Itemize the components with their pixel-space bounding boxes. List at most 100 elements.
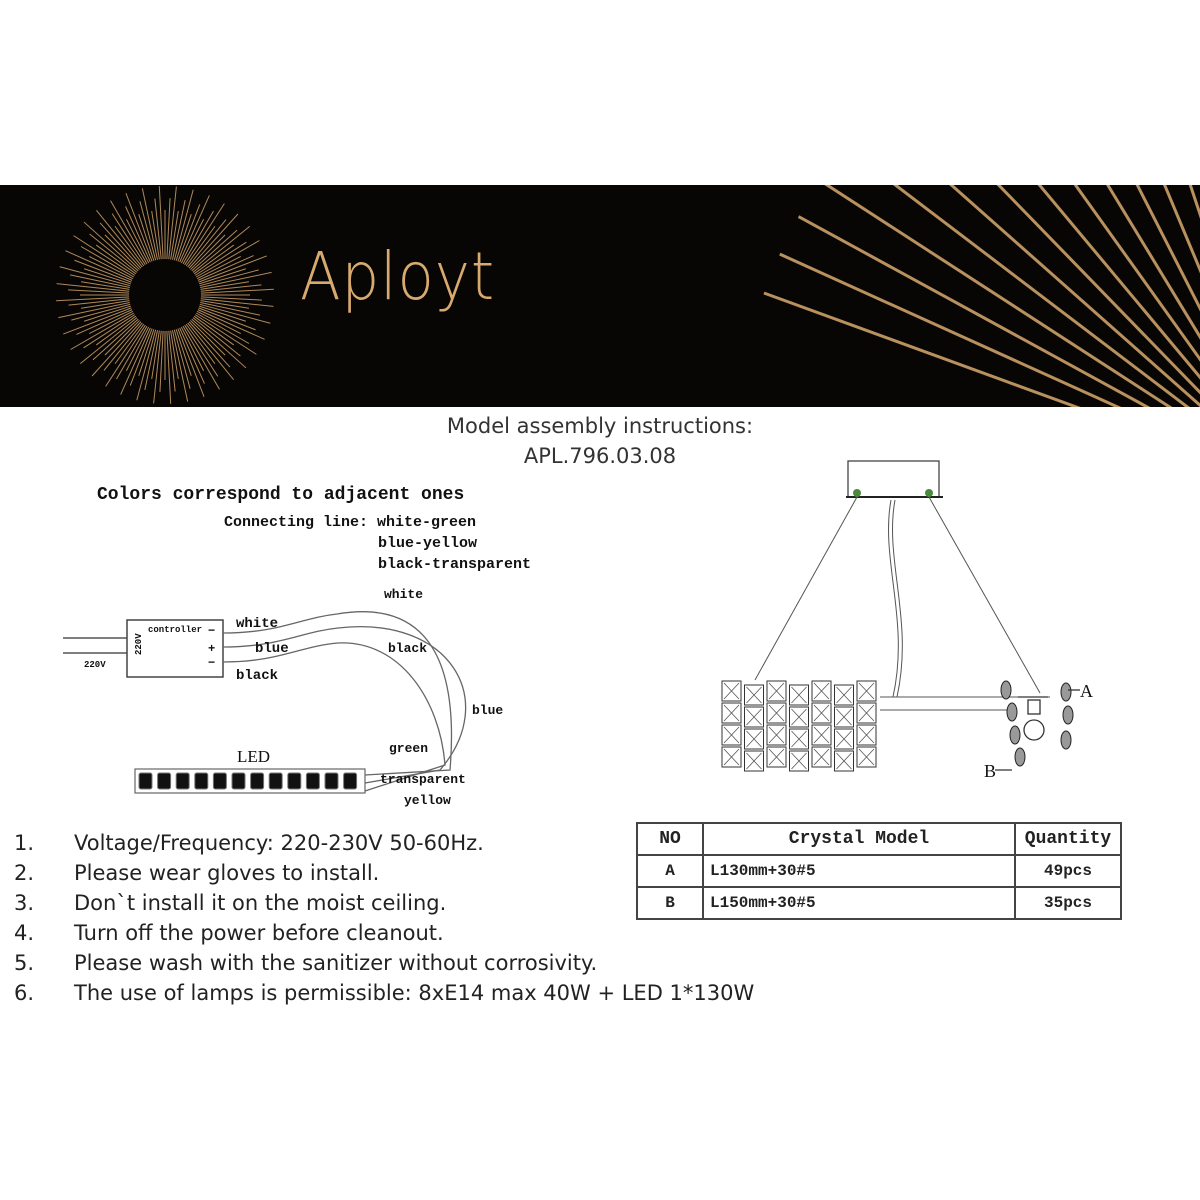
list-item: 3. Don`t install it on the moist ceiling. xyxy=(14,888,754,918)
sun-ray xyxy=(200,284,262,292)
led-chip xyxy=(343,772,358,790)
sun-ray xyxy=(179,195,210,263)
sun-ray xyxy=(190,234,226,270)
led-wire-yellow: yellow xyxy=(404,793,451,808)
sun-ray xyxy=(125,193,153,262)
sun-ray xyxy=(185,323,216,365)
sun-ray xyxy=(114,323,145,365)
sun-ray xyxy=(200,296,262,301)
brand-banner xyxy=(0,185,1200,407)
led-chip xyxy=(157,772,172,790)
item-number: 1. xyxy=(14,831,35,855)
crystal-table: NO Crystal Model Quantity A L130mm+30#5 … xyxy=(636,822,1122,920)
sun-ray xyxy=(188,213,239,269)
sun-ray xyxy=(125,206,151,263)
sun-ray xyxy=(177,328,205,397)
terminal-minus-2: − xyxy=(208,656,215,670)
crystal-label-a: A xyxy=(1080,681,1093,701)
item-number: 6. xyxy=(14,981,35,1005)
sun-ray xyxy=(198,307,256,331)
item-number: 3. xyxy=(14,891,35,915)
connecting-blue-yellow: blue-yellow xyxy=(378,535,477,552)
sun-ray xyxy=(129,328,153,386)
sun-ray xyxy=(182,210,214,265)
sun-ray xyxy=(168,186,177,260)
sun-ray xyxy=(120,327,151,395)
crystal-a xyxy=(744,706,764,728)
sun-ray xyxy=(104,320,140,356)
sun-ray xyxy=(192,317,241,357)
led-wire-transparent: transparent xyxy=(380,772,466,787)
sunburst-logo-icon xyxy=(56,185,1200,407)
crystal-a xyxy=(789,750,809,772)
led-chip xyxy=(324,772,339,790)
sun-ray xyxy=(175,329,192,376)
header-crystal-model: Crystal Model xyxy=(702,822,1016,856)
sun-ray xyxy=(151,210,160,260)
banner-ray xyxy=(1073,185,1200,362)
sun-ray xyxy=(195,312,250,344)
cell-no: A xyxy=(636,854,704,888)
sun-ray xyxy=(197,309,265,340)
sun-ray xyxy=(198,255,267,283)
item-number: 4. xyxy=(14,921,35,945)
sun-ray xyxy=(80,281,130,290)
sun-ray xyxy=(105,324,146,387)
model-number: APL.796.03.08 xyxy=(523,444,677,468)
item-text: Please wear gloves to install. xyxy=(74,861,380,885)
sun-ray xyxy=(191,229,238,272)
sun-ray xyxy=(159,330,164,392)
item-text: Don`t install it on the moist ceiling. xyxy=(74,891,447,915)
sun-ray xyxy=(191,318,247,369)
sun-ray xyxy=(58,301,130,319)
sun-ray xyxy=(166,330,172,404)
sun-ray xyxy=(196,255,241,280)
sun-ray xyxy=(184,324,219,377)
banner-ray xyxy=(996,185,1200,395)
banner-ray xyxy=(763,291,1081,407)
sun-ray xyxy=(166,198,171,260)
sun-ray xyxy=(84,268,131,285)
crystal-a xyxy=(834,706,854,728)
connecting-line-label: Connecting line: white-green xyxy=(224,514,476,531)
crystal-b xyxy=(1014,747,1026,767)
sun-ray xyxy=(136,329,157,401)
input-voltage-label: 220V xyxy=(84,660,106,670)
led-chip xyxy=(231,772,246,790)
crystal-a xyxy=(856,724,877,746)
table-header-row: NO Crystal Model Quantity xyxy=(636,822,1122,856)
sun-ray xyxy=(170,210,179,260)
led-chip xyxy=(138,772,153,790)
sun-ray xyxy=(188,321,231,368)
controller-box xyxy=(126,619,224,678)
item-text: Voltage/Frequency: 220-230V 50-60Hz. xyxy=(74,831,484,855)
crystal-a xyxy=(744,728,764,750)
item-number: 5. xyxy=(14,951,35,975)
sun-ray xyxy=(173,329,191,389)
sun-ray xyxy=(180,219,205,264)
crystal-label-b: B xyxy=(984,761,996,781)
wire-label-blue: blue xyxy=(255,641,289,657)
crystal-a xyxy=(811,702,832,724)
crystal-a xyxy=(789,728,809,750)
sun-ray xyxy=(68,289,130,294)
sun-ray xyxy=(83,221,139,272)
led-chip xyxy=(287,772,302,790)
sun-ray xyxy=(96,209,143,268)
led-chip xyxy=(268,772,283,790)
item-text: The use of lamps is permissible: 8xE14 m… xyxy=(74,981,755,1005)
sun-ray xyxy=(63,307,132,335)
sun-ray xyxy=(179,327,205,384)
sun-ray xyxy=(79,317,138,364)
crystal-a xyxy=(789,684,809,706)
sun-ray xyxy=(199,303,271,324)
banner-ray xyxy=(779,252,1122,407)
sun-ray xyxy=(200,298,274,307)
sun-ray xyxy=(190,320,226,356)
sun-ray xyxy=(99,222,142,269)
crystal-b xyxy=(1060,682,1072,702)
sun-ray xyxy=(192,226,251,273)
sun-ray xyxy=(173,189,194,261)
sun-ray xyxy=(56,296,130,302)
led-chip xyxy=(250,772,265,790)
